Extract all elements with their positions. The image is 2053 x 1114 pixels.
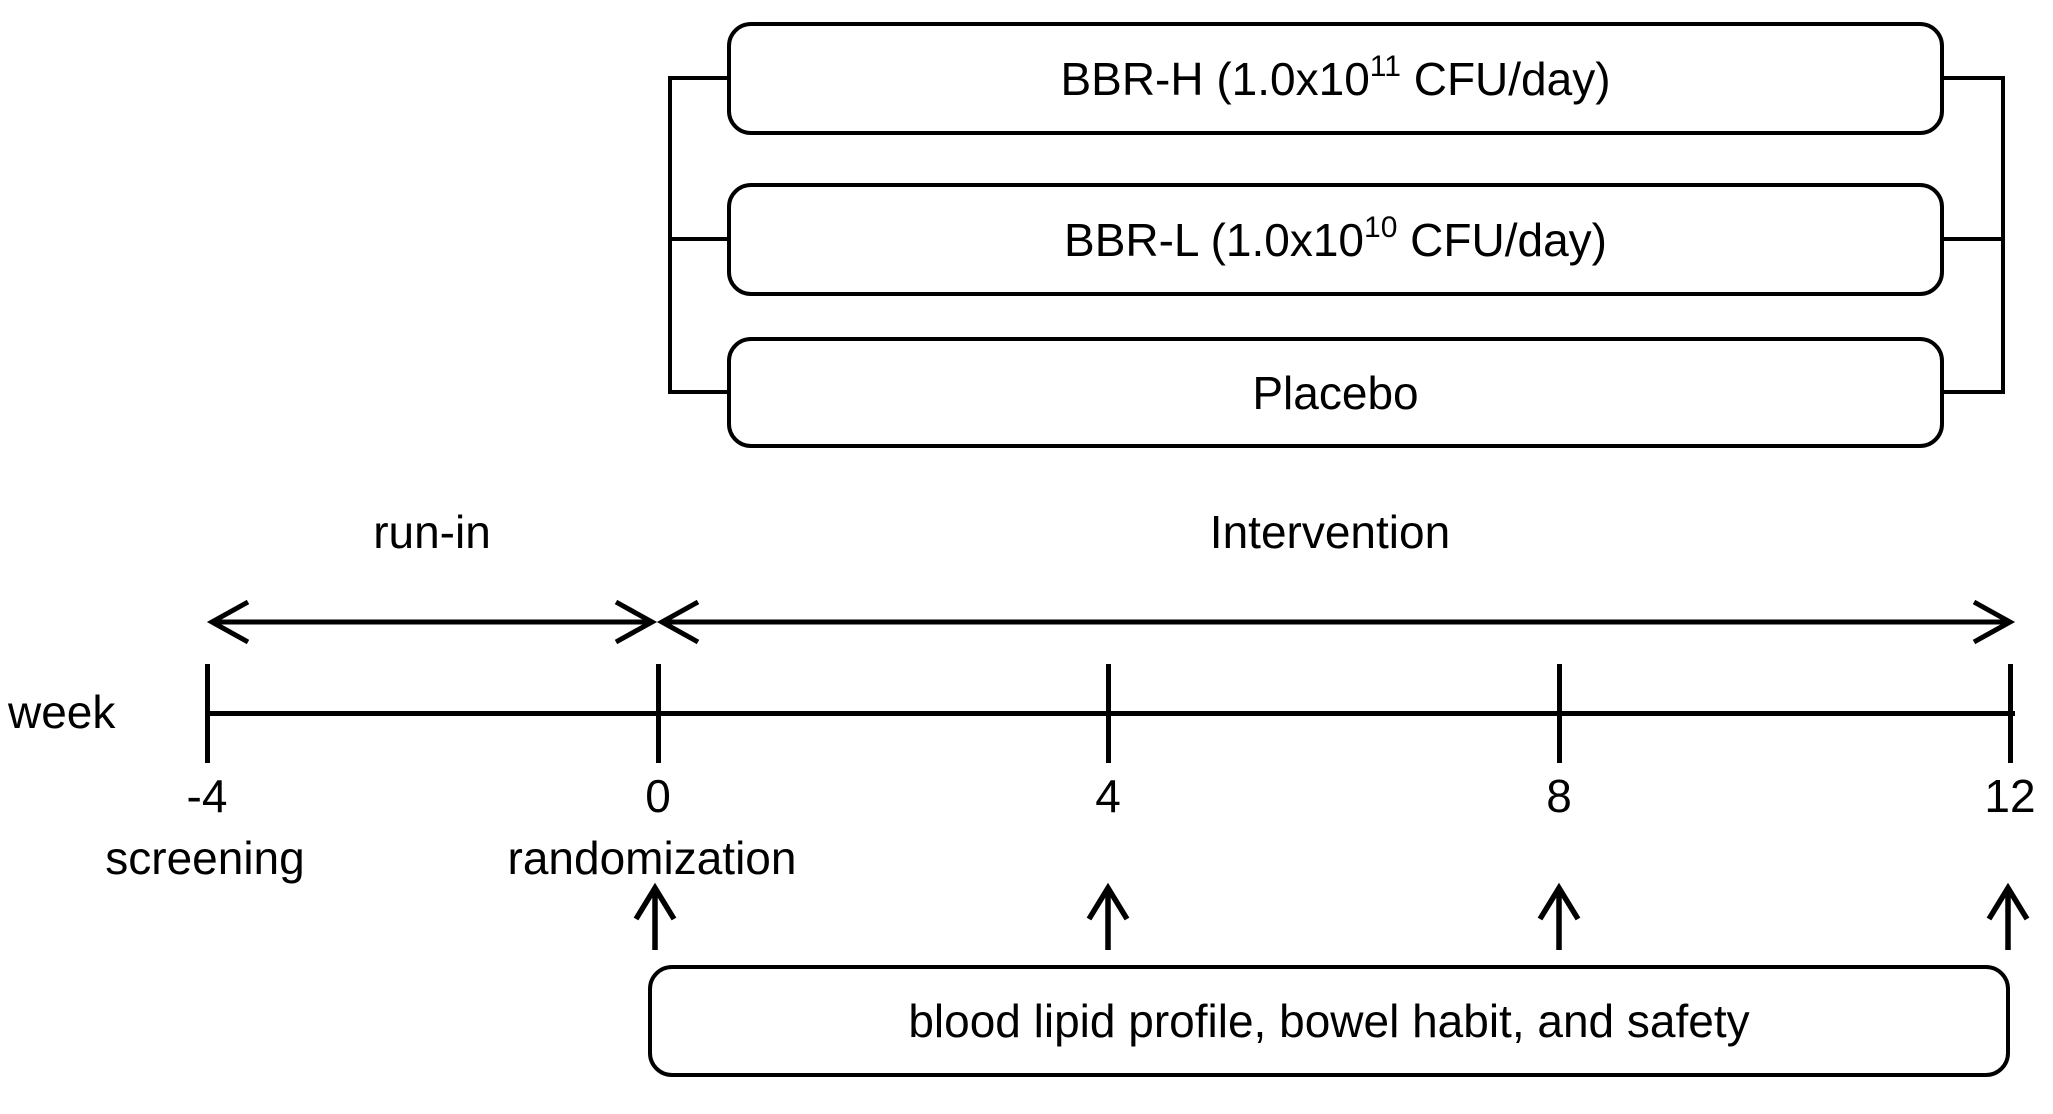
screening-label: screening — [105, 832, 305, 884]
assessment-arrow-week-4 — [1086, 882, 1130, 950]
left-bracket-vertical-line — [668, 76, 672, 394]
right-bracket-vertical-line — [2001, 76, 2005, 394]
left-bracket-stub-middle — [668, 237, 727, 241]
arm-label-bbr-l-unit: CFU/day) — [1397, 213, 1607, 266]
arm-label-bbr-h-text: BBR-H (1.0x10 — [1060, 52, 1370, 105]
arm-label-bbr-h-unit: CFU/day) — [1400, 52, 1611, 105]
arm-bbr-h-exponent: 11 — [1369, 50, 1401, 84]
arm-box-bbr-l: BBR-L (1.0x1010 CFU/day) — [727, 183, 1944, 296]
timeline-tick-week-0 — [656, 664, 661, 763]
arm-box-placebo: Placebo — [727, 337, 1944, 448]
timeline-tick-week-8 — [1557, 664, 1562, 763]
assessment-arrow-week-12 — [1986, 882, 2030, 950]
timeline-tick-week-minus4 — [205, 664, 210, 763]
intervention-span-arrow — [656, 599, 2016, 645]
right-bracket-stub-middle — [1944, 237, 2005, 241]
left-bracket-stub-top — [668, 76, 727, 80]
randomization-label: randomization — [507, 832, 797, 884]
tick-label-week-12: 12 — [1984, 770, 2036, 822]
arm-label-placebo: Placebo — [1252, 366, 1418, 420]
arm-label-bbr-l-text: BBR-L (1.0x10 — [1064, 213, 1365, 266]
right-bracket-stub-top — [1944, 76, 2005, 80]
timeline-tick-week-4 — [1106, 664, 1111, 763]
left-bracket-stub-bottom — [668, 390, 727, 394]
arm-label-placebo-text: Placebo — [1252, 366, 1419, 419]
tick-label-week-4: 4 — [1095, 770, 1121, 822]
assessment-arrow-week-8 — [1537, 882, 1581, 950]
arm-label-bbr-l: BBR-L (1.0x1010 CFU/day) — [1064, 213, 1607, 267]
timeline-tick-week-12 — [2008, 664, 2013, 763]
assessment-box: blood lipid profile, bowel habit, and sa… — [648, 965, 2010, 1077]
arm-bbr-l-exponent: 10 — [1364, 211, 1398, 245]
axis-title-week: week — [8, 686, 116, 738]
arm-label-bbr-h: BBR-H (1.0x1011 CFU/day) — [1060, 52, 1610, 106]
assessment-box-label: blood lipid profile, bowel habit, and sa… — [908, 994, 1750, 1047]
right-bracket-stub-bottom — [1944, 390, 2005, 394]
run-in-phase-label: run-in — [373, 506, 491, 558]
intervention-phase-label: Intervention — [1209, 506, 1451, 558]
tick-label-week-8: 8 — [1546, 770, 1572, 822]
assessment-arrow-week-0 — [633, 882, 677, 950]
tick-label-week-minus4: -4 — [186, 770, 228, 822]
arm-box-bbr-h: BBR-H (1.0x1011 CFU/day) — [727, 22, 1944, 135]
tick-label-week-0: 0 — [645, 770, 671, 822]
run-in-span-arrow — [206, 599, 658, 645]
